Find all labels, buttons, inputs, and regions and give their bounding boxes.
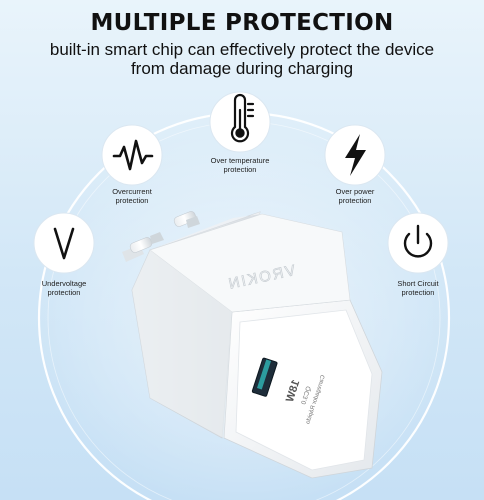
feature-label-short-circuit: Short Circuit protection: [397, 279, 439, 297]
thermometer-icon: [230, 93, 255, 143]
page-title: MULTIPLE PROTECTION: [90, 10, 394, 36]
subtitle-line-2: from damage during charging: [130, 59, 354, 78]
feature-node-overcurrent: [101, 124, 163, 186]
lightning-bolt-icon: [345, 134, 366, 176]
feature-node-overpower: [324, 124, 386, 186]
usb-port: [251, 357, 278, 397]
power-symbol-icon: [403, 224, 433, 258]
subtitle-line-1: built-in smart chip can effectively prot…: [49, 40, 435, 59]
letter-v-icon: [53, 227, 75, 260]
feature-label-overcurrent: Overcurrent protection: [112, 187, 152, 205]
feature-node-temperature: [209, 91, 271, 153]
feature-label-undervoltage: Undervoltage protection: [41, 279, 87, 297]
pulse-wave-icon: [112, 139, 154, 171]
charger-body: VROKIN 18W QC3.0 Carregador Rápido: [131, 211, 383, 479]
feature-label-temperature: Over temperature protection: [210, 156, 270, 174]
feature-node-undervoltage: [33, 212, 95, 274]
charger-prongs: [122, 211, 200, 262]
feature-node-short-circuit: [387, 212, 449, 274]
feature-label-overpower: Over power protection: [335, 187, 375, 205]
